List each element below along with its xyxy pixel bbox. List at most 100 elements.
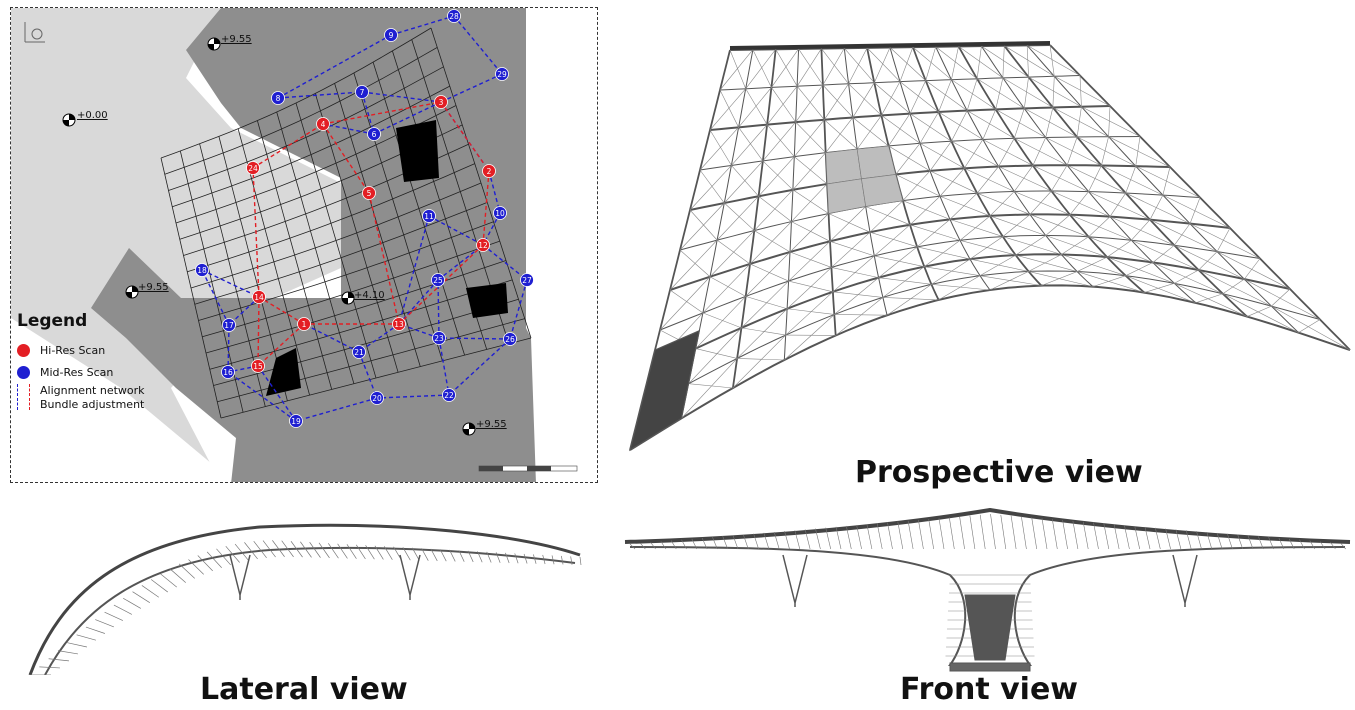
scan-station: 26	[503, 332, 517, 346]
station-number: 11	[424, 212, 434, 221]
scanned-panel	[825, 148, 862, 185]
alignment-network-line	[322, 123, 375, 135]
scan-station: 10	[493, 206, 507, 220]
scan-stations: 1234512131415246789101116171819202122232…	[62, 9, 534, 436]
bundle-adjustment-line	[257, 323, 305, 367]
alignment-network-line	[390, 15, 455, 36]
alignment-network-line	[227, 324, 230, 373]
blue-dot-icon	[17, 365, 30, 379]
north-arrow-icon	[24, 22, 45, 43]
station-number: 7	[360, 88, 365, 97]
scan-station: 5	[362, 186, 376, 200]
bundle-adjustment-line	[368, 192, 400, 325]
elevation-label: +9.55	[221, 34, 252, 45]
scan-station: 8	[271, 91, 285, 105]
bundle-adjustment-line	[482, 170, 490, 246]
alignment-network-lines	[201, 15, 528, 422]
station-number: 24	[248, 164, 258, 173]
alignment-network-line	[358, 351, 378, 399]
scan-station: 13	[392, 317, 406, 331]
legend-bundle-label: Bundle adjustment	[40, 397, 145, 411]
elevation-marker-icon	[207, 37, 221, 51]
scan-station: 18	[195, 263, 209, 277]
alignment-network-line	[201, 269, 260, 298]
alignment-network-line	[295, 397, 378, 422]
elevation-marker-icon	[462, 422, 476, 436]
scan-station: 4	[316, 117, 330, 131]
station-number: 29	[497, 70, 507, 79]
station-number: 21	[354, 348, 364, 357]
elevation-label: +0.00	[77, 110, 108, 121]
scan-station: 27	[520, 273, 534, 287]
alignment-network-line	[376, 394, 450, 399]
alignment-network-line	[509, 279, 528, 340]
scanned-panel	[856, 145, 897, 180]
station-number: 4	[321, 120, 326, 129]
bundle-adjustment-line	[257, 296, 260, 367]
legend-alignment-label: Alignment network	[40, 383, 145, 397]
alignment-network-line	[358, 323, 400, 353]
scanned-panel	[629, 329, 701, 452]
lateral-view-image	[28, 523, 582, 675]
scan-station: 23	[432, 331, 446, 345]
alignment-network-line	[398, 215, 430, 325]
ground-light-area	[11, 8, 341, 482]
dashed-lines-icon	[17, 398, 30, 410]
station-number: 5	[367, 189, 372, 198]
alignment-network-line	[398, 323, 440, 339]
legend-mid-res-label: Mid-Res Scan	[40, 365, 114, 379]
alignment-network-line	[201, 269, 230, 326]
alignment-network-line	[437, 244, 484, 281]
alignment-network-line	[438, 337, 511, 340]
station-number: 16	[223, 368, 233, 377]
scan-station: 28	[447, 9, 461, 23]
dashed-lines-icon	[17, 384, 30, 396]
alignment-network-line	[482, 244, 528, 281]
scan-station: 14	[252, 290, 266, 304]
column-block-2	[466, 283, 508, 318]
scanned-panel	[964, 594, 1016, 661]
scan-station: 16	[221, 365, 235, 379]
station-number: 19	[291, 417, 301, 426]
station-number: 20	[372, 394, 382, 403]
legend-mid-res: Mid-Res Scan	[17, 361, 145, 383]
alignment-network-line	[227, 365, 259, 373]
site-plan-drawing: 1234512131415246789101116171819202122232…	[11, 8, 578, 482]
station-number: 15	[253, 362, 263, 371]
station-number: 3	[439, 98, 444, 107]
station-number: 28	[449, 12, 459, 21]
station-number: 23	[434, 334, 444, 343]
station-number: 25	[433, 276, 443, 285]
bundle-adjustment-line	[322, 101, 442, 125]
alignment-network-line	[277, 34, 392, 99]
column-block-1	[396, 120, 439, 182]
alignment-network-line	[303, 323, 360, 353]
scan-station: 22	[442, 388, 456, 402]
scan-station: 2	[482, 164, 496, 178]
elevation-label: +4.10	[354, 290, 385, 301]
scan-station: 17	[222, 318, 236, 332]
scan-station: 6	[367, 127, 381, 141]
station-number: 27	[522, 276, 532, 285]
alignment-network-line	[361, 91, 375, 135]
alignment-network-line	[488, 170, 501, 214]
station-number: 8	[276, 94, 281, 103]
station-number: 13	[394, 320, 404, 329]
front-view-image	[624, 507, 1351, 672]
legend-bundle: Bundle adjustment	[17, 397, 145, 411]
station-number: 18	[197, 266, 207, 275]
scan-station: 15	[251, 359, 265, 373]
elevation-marker-icon	[125, 285, 139, 299]
alignment-network-line	[438, 337, 450, 396]
station-number: 6	[372, 130, 377, 139]
scan-station: 20	[370, 391, 384, 405]
station-number: 26	[505, 335, 515, 344]
caption-prospective-view: Prospective view	[855, 455, 1143, 490]
station-number: 17	[224, 321, 234, 330]
caption-lateral-view: Lateral view	[200, 672, 408, 707]
station-number: 2	[487, 167, 492, 176]
bundle-adjustment-line	[440, 101, 490, 172]
scan-station: 3	[434, 95, 448, 109]
prospective-view-image	[629, 41, 1351, 452]
